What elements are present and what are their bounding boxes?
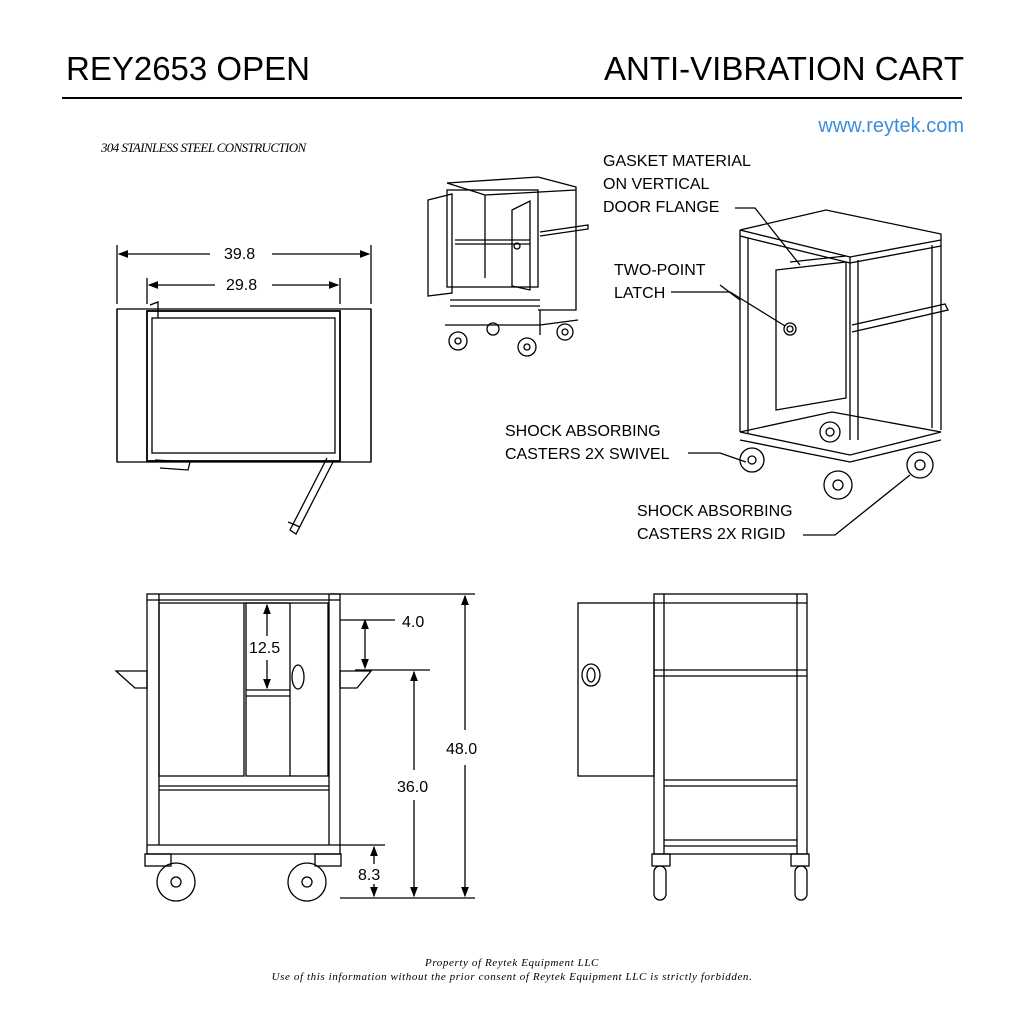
footer-ownership: Property of Reytek Equipment LLC xyxy=(425,957,599,969)
side-elevation xyxy=(577,593,810,901)
width-dimensions xyxy=(116,245,372,304)
front-elevation xyxy=(114,593,373,902)
dim-overall-height: 48.0 xyxy=(446,741,477,758)
gasket-callout: GASKET MATERIAL ON VERTICAL DOOR FLANGE xyxy=(603,153,751,216)
latch-callout: TWO-POINT LATCH xyxy=(614,262,706,302)
website-link[interactable]: www.reytek.com xyxy=(818,115,964,137)
callout-leaders xyxy=(671,207,911,536)
dim-top-height: 36.0 xyxy=(397,779,428,796)
height-dimensions xyxy=(244,593,475,899)
dim-shelf-height: 12.5 xyxy=(249,640,280,657)
large-isometric-view xyxy=(719,209,949,500)
model-number: REY2653 OPEN xyxy=(66,50,310,87)
title-rule xyxy=(62,97,962,99)
swivel-caster-callout: SHOCK ABSORBING CASTERS 2X SWIVEL xyxy=(505,423,670,463)
top-view xyxy=(116,301,372,535)
product-title: ANTI-VIBRATION CART xyxy=(604,50,964,87)
dim-handle-depth: 4.0 xyxy=(402,614,424,631)
small-isometric-view xyxy=(427,176,589,357)
material-note: 304 STAINLESS STEEL CONSTRUCTION xyxy=(101,140,306,155)
footer-disclaimer: Use of this information without the prio… xyxy=(271,971,753,983)
dim-overall-width: 39.8 xyxy=(224,246,255,263)
dim-body-width: 29.8 xyxy=(226,277,257,294)
rigid-caster-callout: SHOCK ABSORBING CASTERS 2X RIGID xyxy=(637,503,793,543)
dim-caster-height: 8.3 xyxy=(358,867,380,884)
